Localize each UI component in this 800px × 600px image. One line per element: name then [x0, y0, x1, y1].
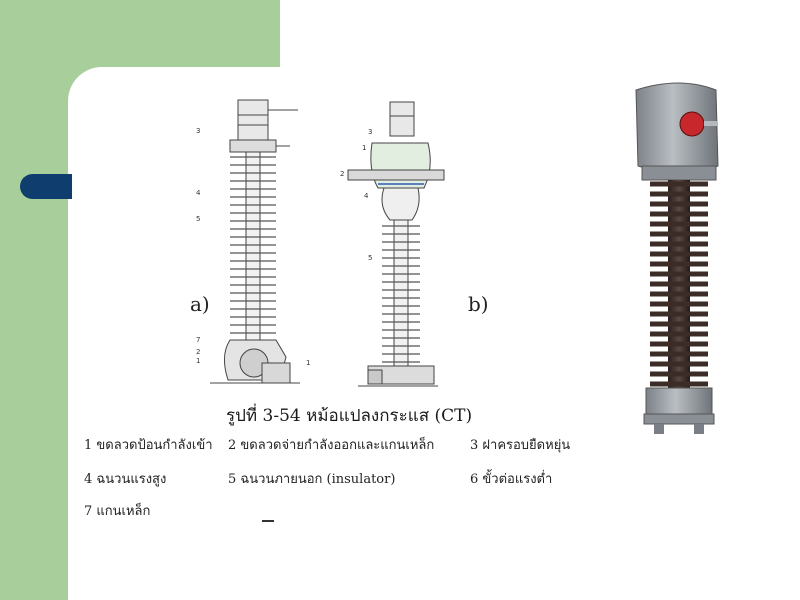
legend-item-4: 4 ฉนวนแรงสูง — [84, 472, 167, 487]
legend-item-1: 1 ขดลวดป้อนกำลังเข้า — [84, 438, 213, 453]
callout-a-2: 2 — [196, 348, 200, 356]
callout-a-5: 5 — [196, 215, 200, 223]
legend-item-3: 3 ฝาครอบยืดหยุ่น — [470, 438, 571, 453]
navy-accent-bullet — [20, 174, 72, 199]
legend-item-5: 5 ฉนวนภายนอก (insulator) — [228, 472, 396, 487]
callout-b-3: 3 — [368, 128, 372, 136]
callout-a-3: 3 — [196, 127, 200, 135]
callout-b-2: 2 — [340, 170, 344, 178]
figure-label-b: b) — [468, 292, 489, 316]
legend-item-2: 2 ขดลวดจ่ายกำลังออกและแกนเหล็ก — [228, 438, 435, 453]
figure-label-a: a) — [190, 292, 210, 316]
ct-photo — [635, 82, 719, 434]
legend-item-7: 7 แกนเหล็ก — [84, 504, 151, 519]
callout-a-4: 4 — [196, 189, 201, 197]
callout-a-1b: 1 — [306, 359, 310, 367]
callout-a-1: 1 — [196, 357, 200, 365]
ct-diagram-b: 3 1 2 4 5 — [340, 101, 445, 387]
green-left-strip — [0, 0, 68, 600]
figure-caption: รูปที่ 3-54 หม้อแปลงกระแส (CT) — [226, 406, 473, 426]
stray-dash-mark — [262, 520, 274, 522]
callout-b-4: 4 — [364, 192, 369, 200]
legend-item-6: 6 ขั้วต่อแรงต่ำ — [470, 472, 553, 487]
callout-a-7: 7 — [196, 336, 200, 344]
ct-diagram-a: 3 4 5 7 2 1 1 — [196, 99, 310, 384]
callout-b-1: 1 — [362, 144, 366, 152]
callout-b-5: 5 — [368, 254, 372, 262]
